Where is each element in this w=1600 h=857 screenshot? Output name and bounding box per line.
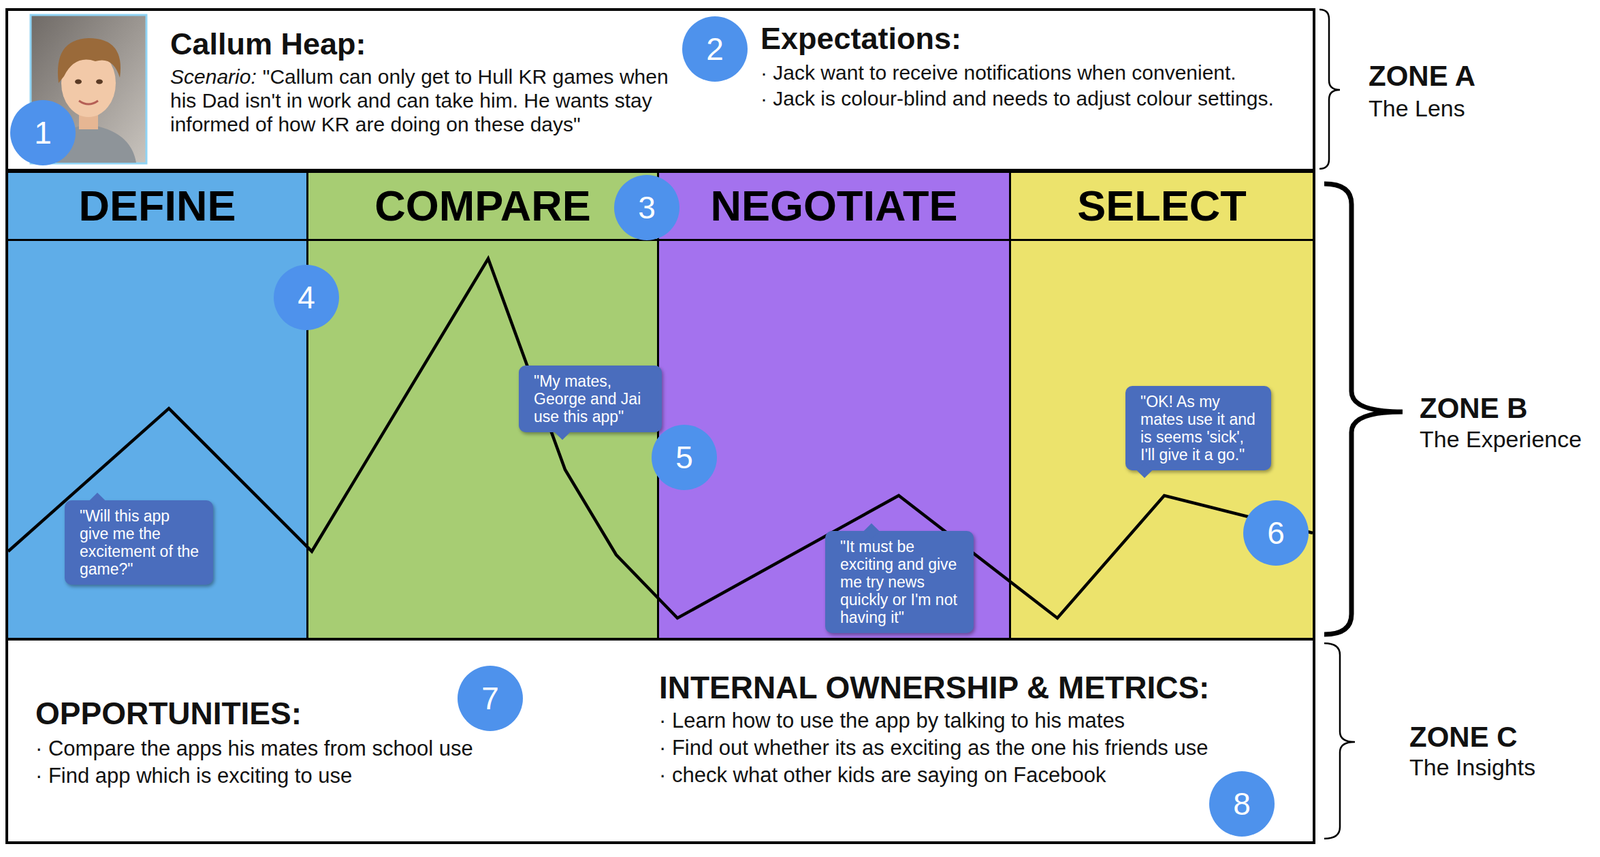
bubble-tail (1137, 462, 1153, 479)
scenario-text: "Callum can only get to Hull KR games wh… (170, 64, 681, 137)
callout-number-text: 7 (481, 682, 500, 715)
stage-heading: DEFINE (8, 172, 307, 242)
callout-number: 5 (651, 424, 717, 491)
speech-bubble: "It must be exciting and give me try new… (825, 531, 974, 634)
zone-bracket (1324, 643, 1355, 839)
persona-photo (30, 14, 147, 164)
persona-name: Callum Heap: (170, 26, 367, 62)
journey-stage-column: "It must be exciting and give me try new… (659, 172, 1012, 638)
zone-subtitle: The Experience (1419, 426, 1582, 453)
quote-text: "My mates, George and Jai use this app" (533, 372, 651, 426)
lens-panel: 1 2 Callum Heap:Scenario:"Callum can only … (5, 8, 1316, 172)
section-heading: INTERNAL OWNERSHIP & METRICS: (659, 669, 1210, 707)
zone-title: ZONE C (1409, 721, 1518, 754)
quote-text: "It must be exciting and give me try new… (840, 537, 963, 627)
callout-number: 4 (273, 264, 340, 331)
callout-number: 8 (1209, 771, 1275, 837)
stage-heading: COMPARE (308, 172, 658, 242)
zone-subtitle: The Lens (1368, 95, 1466, 122)
zone-subtitle: The Insights (1409, 754, 1536, 781)
photo-eye (74, 79, 82, 85)
section-heading: OPPORTUNITIES: (35, 695, 302, 732)
speech-bubble: "OK! As my mates use it and is seems 'si… (1125, 386, 1272, 471)
bullet-item: · Jack want to receive notifications whe… (760, 59, 1285, 86)
callout-number: 6 (1243, 500, 1309, 566)
zone-title: ZONE B (1419, 392, 1528, 425)
bullet-item: · check what other kids are saying on Fa… (659, 761, 1255, 790)
bullet-item: · Jack is colour-blind and needs to adju… (760, 85, 1285, 112)
callout-number: 7 (457, 665, 523, 732)
scenario-label: Scenario: (170, 64, 257, 89)
section-heading: Expectations: (760, 21, 962, 57)
zone-title: ZONE A (1368, 59, 1476, 93)
callout-number-text: 2 (706, 33, 724, 65)
quote-text: "Will this app give me the excitement of… (79, 507, 203, 579)
stage-heading: SELECT (1011, 172, 1313, 242)
callout-number-text: 4 (297, 281, 316, 314)
photo-neck (78, 108, 99, 130)
bubble-tail (554, 424, 571, 441)
callout-number-text: 5 (675, 441, 694, 474)
zone-bracket (1324, 183, 1403, 635)
callout-number-text: 8 (1233, 788, 1251, 820)
stage-heading: NEGOTIATE (659, 172, 1010, 242)
speech-bubble: "My mates, George and Jai use this app" (518, 365, 662, 433)
bullet-item: · Compare the apps his mates from school… (35, 735, 635, 763)
photo-eye (96, 79, 103, 85)
quote-text: "OK! As my mates use it and is seems 'si… (1140, 392, 1261, 464)
callout-number: 2 (682, 16, 748, 82)
journey-stage-column: "My mates, George and Jai use this app" C… (308, 172, 660, 638)
callout-number-text: 1 (34, 117, 52, 149)
zone-bracket (1319, 9, 1340, 169)
callout-number-text: 6 (1267, 517, 1285, 549)
insights-panel: 7 8 OPPORTUNITIES: · Compare the apps his m… (5, 637, 1316, 845)
experience-panel: "Will this app give me the excitement of… (5, 170, 1316, 641)
callout-number: 3 (614, 174, 680, 241)
photo-hair (57, 38, 121, 84)
bullet-item: · Find app which is exciting to use (35, 762, 635, 790)
journey-stage-column: "Will this app give me the excitement of… (8, 172, 309, 638)
journey-stage-column: "OK! As my mates use it and is seems 'si… (1011, 172, 1313, 638)
photo-face (61, 49, 116, 118)
bullet-item: · Learn how to use the app by talking to… (659, 707, 1255, 735)
photo-mouth (78, 100, 99, 105)
callout-number-text: 3 (637, 192, 656, 224)
speech-bubble: "Will this app give me the excitement of… (64, 500, 214, 585)
bubble-tail (864, 523, 880, 540)
bullet-item: · Find out whether its as exciting as th… (659, 734, 1255, 762)
callout-number: 1 (10, 100, 76, 166)
bubble-tail (89, 492, 106, 509)
